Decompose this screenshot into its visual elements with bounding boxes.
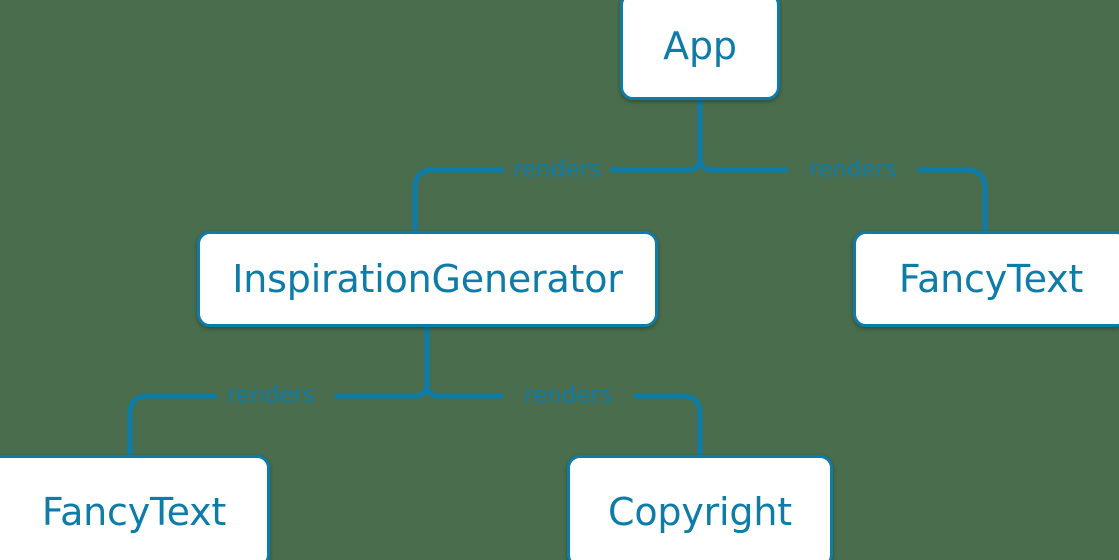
edge-label-inspirationgenerator-copyright: renders — [524, 382, 612, 409]
edge-inspgen-fancy-bar-outer — [127, 393, 218, 458]
edge-label-inspirationgenerator-fancytext: renders — [227, 382, 315, 409]
edge-app-fancy-bar-outer — [917, 167, 988, 234]
edge-app-trunk — [697, 97, 715, 173]
node-copyright-label: Copyright — [608, 489, 792, 534]
node-inspirationgenerator-label: InspirationGenerator — [232, 257, 623, 301]
node-fancytext-right-label: FancyText — [898, 257, 1084, 301]
node-fancytext-left-label: FancyText — [41, 489, 227, 534]
edge-inspgen-trunk-left — [412, 381, 430, 399]
node-app[interactable]: App — [620, 0, 780, 100]
edge-inspgen-copyright-bar-outer — [633, 393, 703, 458]
edge-label-app-inspirationgenerator: renders — [513, 156, 601, 183]
edge-app-inspgen-bar-outer — [412, 167, 505, 234]
node-app-label: App — [663, 24, 737, 68]
node-fancytext-right[interactable]: FancyText — [853, 231, 1119, 327]
edge-inspgen-trunk — [424, 324, 442, 399]
edge-label-app-fancytext: renders — [809, 156, 897, 183]
node-copyright[interactable]: Copyright — [567, 455, 833, 560]
node-inspirationgenerator[interactable]: InspirationGenerator — [197, 231, 658, 327]
edge-app-trunk-left — [685, 155, 703, 173]
node-fancytext-left[interactable]: FancyText — [0, 455, 270, 560]
